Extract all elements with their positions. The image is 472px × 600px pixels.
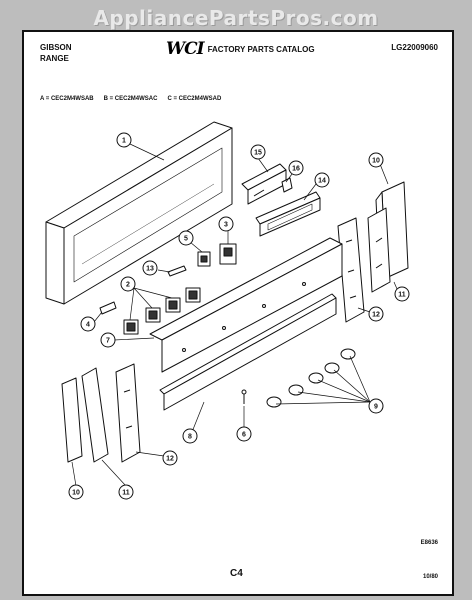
callout-12-left: 12	[162, 450, 178, 466]
part-12-sidepanel-left	[115, 363, 141, 463]
svg-text:10: 10	[72, 490, 80, 497]
part-5-switch	[197, 251, 211, 267]
callout-11-right: 11	[394, 286, 410, 302]
callout-6: 6	[236, 426, 252, 442]
part-6-screw	[241, 389, 247, 404]
svg-text:3: 3	[224, 222, 228, 229]
svg-text:12: 12	[372, 312, 380, 319]
callout-5: 5	[178, 230, 194, 246]
svg-text:8: 8	[188, 434, 192, 441]
svg-text:6: 6	[242, 432, 246, 439]
callout-16: 16	[288, 160, 304, 176]
part-4-clip	[99, 301, 117, 315]
callout-1: 1	[116, 132, 132, 148]
figure-code: E8636	[420, 540, 438, 546]
part-15-bezel	[241, 163, 287, 205]
part-1-glass-panel	[45, 121, 233, 305]
watermark: AppliancePartsPros.com	[93, 6, 379, 30]
svg-text:13: 13	[146, 266, 154, 273]
svg-text:15: 15	[254, 150, 262, 157]
callout-9: 9	[368, 398, 384, 414]
svg-text:14: 14	[318, 178, 326, 185]
model-list: A = CEC2M4WSAB B = CEC2M4WSAC C = CEC2M4…	[40, 96, 221, 102]
catalog-title: FACTORY PARTS CATALOG	[207, 44, 315, 54]
svg-text:7: 7	[106, 338, 110, 345]
part-16-clip	[281, 177, 293, 193]
page-number: C4	[230, 568, 243, 579]
callout-10-left: 10	[68, 484, 84, 500]
callout-15: 15	[250, 144, 266, 160]
svg-text:11: 11	[398, 292, 406, 299]
svg-text:4: 4	[86, 322, 90, 329]
brand-label: GIBSON	[40, 43, 72, 52]
part-8-trim-strip	[159, 293, 337, 411]
svg-text:9: 9	[374, 404, 378, 411]
part-14-frame	[255, 191, 321, 237]
svg-text:1: 1	[122, 138, 126, 145]
callout-2: 2	[120, 276, 136, 292]
svg-text:12: 12	[166, 456, 174, 463]
part-2-switches	[123, 287, 201, 335]
wci-logo: WCI	[166, 39, 205, 59]
svg-text:16: 16	[292, 166, 300, 173]
catalog-header: WCI FACTORY PARTS CATALOG	[166, 39, 315, 59]
callout-12-right: 12	[368, 306, 384, 322]
product-label: RANGE	[40, 54, 69, 63]
svg-text:5: 5	[184, 236, 188, 243]
model-c: C = CEC2M4WSAD	[167, 96, 222, 102]
revision-date: 10/80	[422, 574, 438, 580]
callout-13: 13	[142, 260, 158, 276]
part-7-control-panel	[149, 237, 343, 373]
part-9-knobs	[266, 348, 356, 408]
svg-text:11: 11	[122, 490, 130, 497]
part-11-bracket-right	[367, 207, 391, 293]
callout-14: 14	[314, 172, 330, 188]
callout-10-top: 10	[368, 152, 384, 168]
callout-3: 3	[218, 216, 234, 232]
part-3-switch	[219, 243, 237, 265]
part-12-sidepanel-right	[337, 217, 365, 323]
part-11-bracket-left	[81, 367, 109, 463]
part-10-endcap-left	[61, 377, 83, 463]
exploded-parts-diagram: 1 15 16 14 10 3 5 13 2 4 7 11 12 9 6 8 1…	[45, 121, 410, 500]
part-13-lamp	[167, 265, 187, 277]
callout-8: 8	[182, 428, 198, 444]
svg-text:2: 2	[126, 282, 130, 289]
callout-11-left: 11	[118, 484, 134, 500]
callout-4: 4	[80, 316, 96, 332]
model-b: B = CEC2M4WSAC	[103, 96, 158, 102]
svg-text:10: 10	[372, 158, 380, 165]
model-a: A = CEC2M4WSAB	[40, 96, 94, 102]
catalog-number: LG22009060	[391, 43, 438, 52]
callout-7: 7	[100, 332, 116, 348]
parts-catalog-sheet: GIBSON RANGE WCI FACTORY PARTS CATALOG L…	[22, 30, 454, 596]
